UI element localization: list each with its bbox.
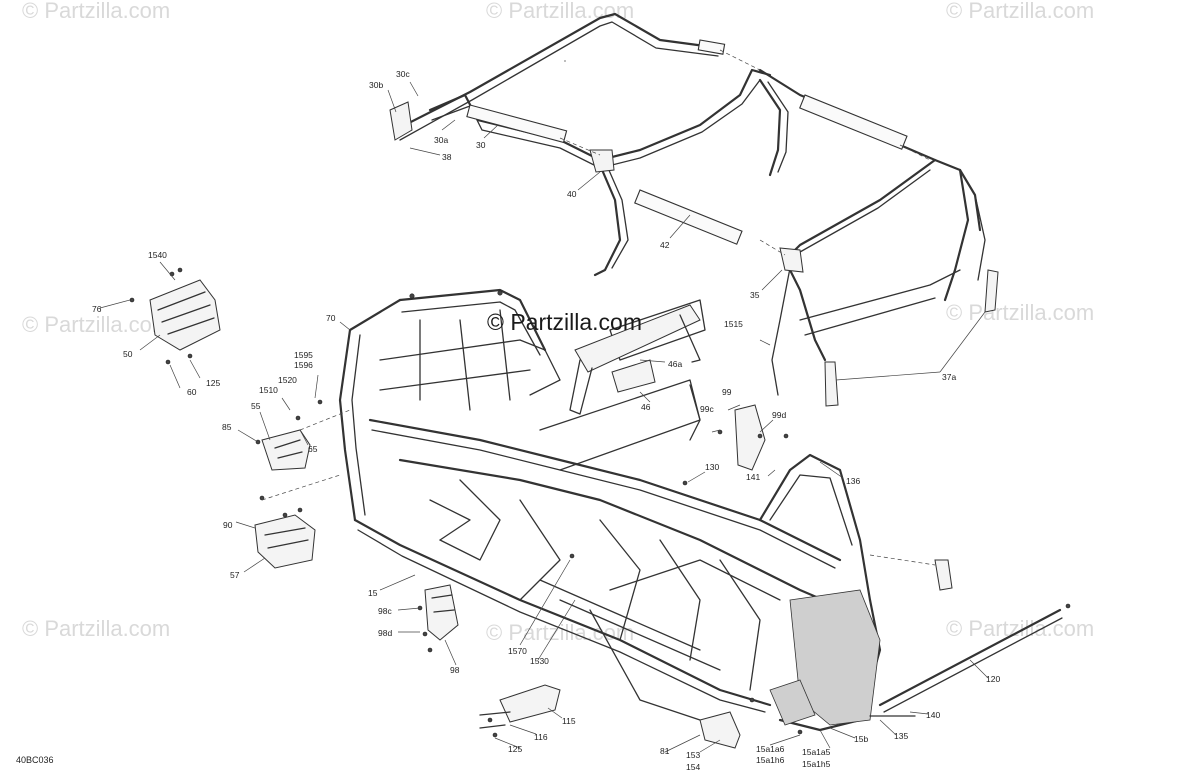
callout-141: 141	[746, 472, 760, 482]
grab-handle	[984, 269, 999, 313]
rod-120	[869, 603, 1071, 717]
callout-136: 136	[846, 476, 860, 486]
bracket-98	[417, 584, 459, 653]
diagram-code: 40BC036	[16, 755, 54, 765]
side-tube	[466, 104, 568, 144]
callout-99: 99	[722, 387, 732, 397]
callout-labels: 30b 30c 30a 30 38 40 42 35 1515 37a 1540…	[92, 69, 1000, 772]
grab-handle-37a	[824, 361, 839, 407]
callout-15b: 15b	[854, 734, 868, 744]
callout-153: 153	[686, 750, 700, 760]
callout-57: 57	[230, 570, 240, 580]
watermark-center: © Partzilla.com	[487, 309, 642, 335]
callout-46: 46	[641, 402, 651, 412]
callout-99c: 99c	[700, 404, 714, 414]
callout-35: 35	[750, 290, 760, 300]
callout-81: 81	[660, 746, 670, 756]
callout-1540: 1540	[148, 250, 167, 260]
callout-154: 154	[686, 762, 700, 772]
callout-1515: 1515	[724, 319, 743, 329]
watermark-tile: © Partzilla.com	[946, 300, 1094, 325]
callout-115: 115	[562, 716, 576, 726]
callout-70: 70	[326, 313, 336, 323]
callout-90: 90	[223, 520, 233, 530]
callout-15a1h6: 15a1h6	[756, 755, 785, 765]
callout-42: 42	[660, 240, 670, 250]
callout-135: 135	[894, 731, 908, 741]
mount-57	[254, 474, 341, 569]
callout-120: 120	[986, 674, 1000, 684]
callout-116: 116	[534, 732, 548, 742]
watermark-tile: © Partzilla.com	[22, 0, 170, 23]
callout-30: 30	[476, 140, 486, 150]
callout-30b: 30b	[369, 80, 383, 90]
bracket-50	[129, 267, 221, 365]
leader-lines	[99, 81, 989, 753]
side-tube-rear	[799, 94, 908, 150]
panel-46	[569, 304, 701, 415]
callout-38: 38	[442, 152, 452, 162]
callout-30c: 30c	[396, 69, 410, 79]
callout-125b: 125	[508, 744, 522, 754]
callout-1520: 1520	[278, 375, 297, 385]
callout-60: 60	[187, 387, 197, 397]
bracket-99	[717, 404, 789, 471]
bracket-30b	[389, 101, 413, 141]
callout-65: 65	[308, 444, 318, 454]
cage-top-rail-left	[393, 12, 722, 132]
watermark-tile: © Partzilla.com	[946, 616, 1094, 641]
callout-99d: 99d	[772, 410, 786, 420]
watermark-tile: © Partzilla.com	[486, 0, 634, 23]
bracket-153	[699, 697, 803, 749]
main-chassis	[338, 288, 882, 732]
callout-1570: 1570	[508, 646, 527, 656]
bracket-right	[869, 554, 953, 591]
callout-1595: 1595	[294, 350, 313, 360]
callout-15a1a5: 15a1a5	[802, 747, 831, 757]
callout-98: 98	[450, 665, 460, 675]
callout-55: 55	[251, 401, 261, 411]
callout-1510: 1510	[259, 385, 278, 395]
callout-1530: 1530	[530, 656, 549, 666]
watermark-tiles: © Partzilla.com © Partzilla.com © Partzi…	[22, 0, 1094, 645]
callout-98c: 98c	[378, 606, 392, 616]
callout-85: 85	[222, 422, 232, 432]
roll-cage	[389, 12, 999, 407]
callout-46a: 46a	[668, 359, 682, 369]
mount-55	[255, 399, 351, 471]
callout-76: 76	[92, 304, 102, 314]
callout-50: 50	[123, 349, 133, 359]
callout-37a: 37a	[942, 372, 956, 382]
callout-15: 15	[368, 588, 378, 598]
watermark-tile: © Partzilla.com	[22, 616, 170, 641]
callout-130: 130	[705, 462, 719, 472]
callout-15a1a6: 15a1a6	[756, 744, 785, 754]
callout-30a: 30a	[434, 135, 448, 145]
watermark-tile: © Partzilla.com	[22, 312, 170, 337]
callout-125: 125	[206, 378, 220, 388]
callout-98d: 98d	[378, 628, 392, 638]
callout-15a1h5: 15a1h5	[802, 759, 831, 769]
callout-1596: 1596	[294, 360, 313, 370]
callout-40: 40	[567, 189, 577, 199]
watermark-tile: © Partzilla.com	[946, 0, 1094, 23]
skid-115	[479, 684, 561, 738]
callout-140: 140	[926, 710, 940, 720]
